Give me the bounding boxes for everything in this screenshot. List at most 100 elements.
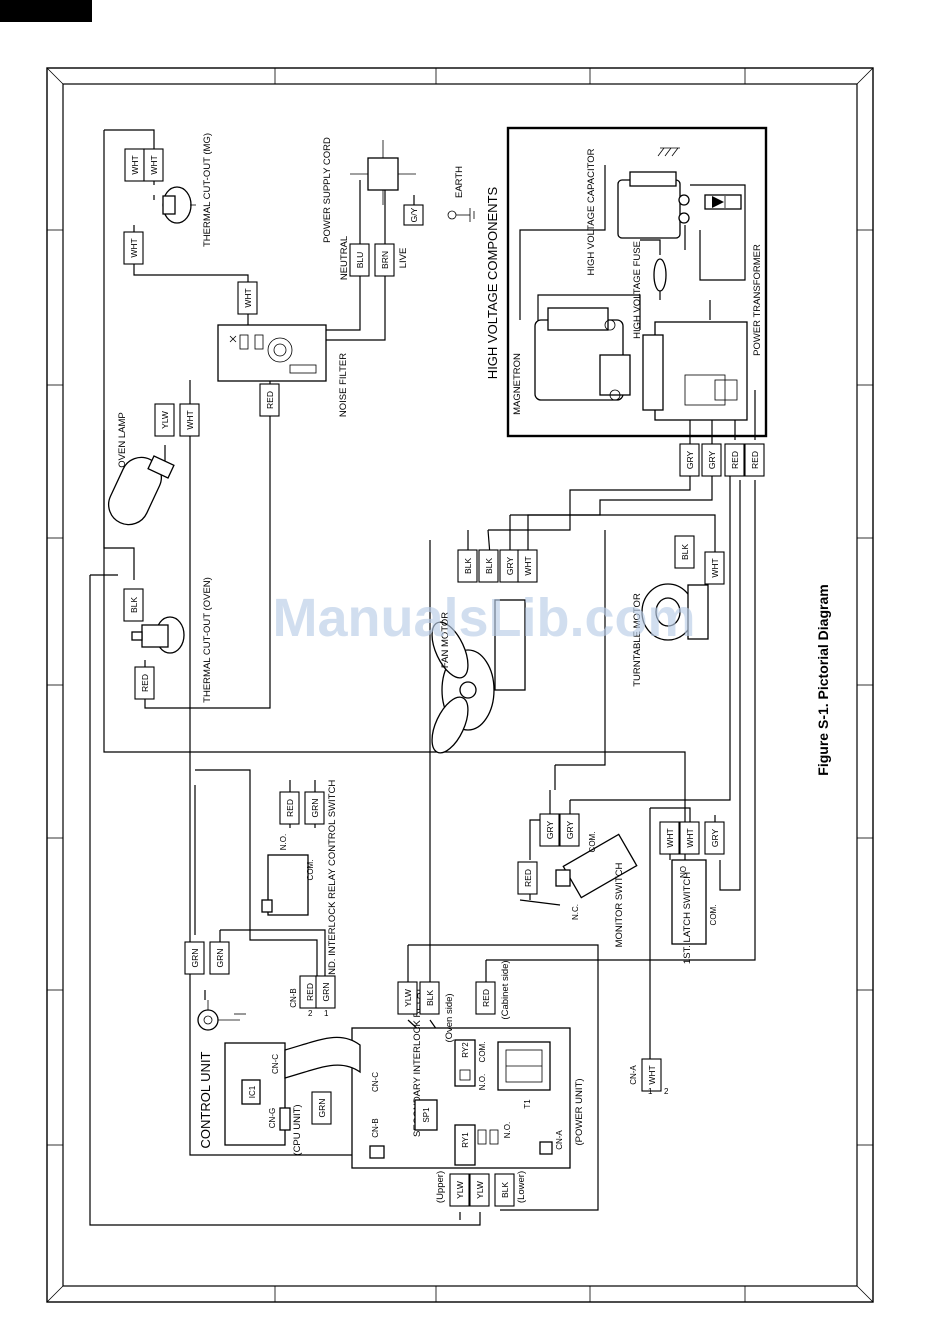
svg-text:GRN: GRN: [321, 983, 331, 1002]
tag-ylw-upper-1: YLW: [449, 1173, 470, 1207]
tag-gry-fan: GRY: [499, 549, 520, 583]
sp1-buzzer: [414, 1099, 438, 1131]
interlock-switch-2nd: [261, 854, 309, 916]
svg-text:GRN: GRN: [310, 799, 320, 818]
tag-ylw-lamp: YLW: [154, 403, 175, 437]
svg-text:WHT: WHT: [243, 288, 253, 307]
tag-wht-4: WHT: [237, 281, 258, 315]
svg-text:RED: RED: [265, 391, 275, 409]
thermal-cutout-oven: [131, 616, 185, 654]
svg-text:WHT: WHT: [149, 155, 159, 174]
frame-ticks: [47, 68, 873, 1302]
ry2-label: RY2: [461, 1042, 470, 1058]
header-tab: [0, 0, 92, 22]
svg-text:GRY: GRY: [685, 451, 695, 470]
thermal-cutout-mg: [162, 186, 196, 224]
cn-g-label: CN-G: [268, 1108, 277, 1128]
svg-text:GRN: GRN: [215, 949, 225, 968]
tag-wht-lamp: WHT: [179, 403, 200, 437]
cn-a-connector: [539, 1141, 553, 1155]
power-transformer: [642, 321, 748, 421]
svg-text:WHT: WHT: [185, 410, 195, 429]
svg-text:GRN: GRN: [317, 1099, 327, 1118]
svg-text:BLU: BLU: [355, 252, 365, 269]
latch-no-label: NO: [679, 866, 688, 878]
power-transformer-label: POWER TRANSFORMER: [752, 244, 763, 356]
ground-mark-hv: [657, 147, 680, 157]
hv-fuse-label: HIGH VOLTAGE FUSE: [632, 241, 643, 339]
svg-text:GRY: GRY: [565, 821, 575, 840]
oven-lamp-label: OVEN LAMP: [117, 412, 128, 467]
tag-blk-turntable: BLK: [674, 535, 695, 569]
tag-wht-latch-1: WHT: [659, 821, 680, 855]
frame-corners: [46, 67, 874, 1303]
high-voltage-fuse: [653, 258, 667, 292]
cn-b-board-label: CN-B: [371, 1118, 380, 1138]
tag-blk-lower: BLK: [494, 1173, 515, 1207]
ry1-no-label: N.O.: [503, 1122, 512, 1138]
tag-red-monitor: RED: [517, 861, 538, 895]
tag-wht-1: WHT: [124, 148, 145, 182]
svg-text:YLW: YLW: [403, 989, 413, 1007]
cna-pin-2: 2: [664, 1087, 669, 1096]
tag-gry-hv-1: GRY: [679, 443, 700, 477]
tag-wht-latch-2: WHT: [679, 821, 700, 855]
monitor-switch: [555, 833, 638, 899]
secondary-relay-label: SECONDARY INTERLOCK RELAY: [412, 986, 423, 1137]
tag-wht-fan: WHT: [517, 549, 538, 583]
latch-com-label: COM.: [709, 905, 718, 926]
magnetron: [534, 307, 631, 401]
flat-ribbon-cable: [284, 1036, 361, 1079]
tag-gry-monitor-1: GRY: [539, 813, 560, 847]
tag-grn-ground-2: GRN: [209, 941, 230, 975]
hv-capacitor-label: HIGH VOLTAGE CAPACITOR: [586, 148, 597, 275]
tag-blu: BLU: [349, 243, 370, 277]
cna-pin-1: 1: [648, 1087, 653, 1096]
tag-wht-turntable: WHT: [704, 551, 725, 585]
ry2-relay: [454, 1039, 476, 1087]
svg-text:BLK: BLK: [129, 597, 139, 613]
earth-icon: [447, 208, 475, 222]
interlock-no-label: N.O.: [279, 834, 288, 850]
tag-red-hv-2: RED: [744, 443, 765, 477]
tag-grn-ground-1: GRN: [184, 941, 205, 975]
t1-label: T1: [523, 1099, 532, 1109]
svg-text:WHT: WHT: [665, 828, 675, 847]
svg-text:WHT: WHT: [130, 155, 140, 174]
tag-ylw-oven: YLW: [397, 981, 418, 1015]
tag-red-hv-1: RED: [724, 443, 745, 477]
svg-text:YLW: YLW: [160, 411, 170, 429]
cabinet-side-label: (Cabinet side): [500, 960, 511, 1019]
ry2-no-label: N.O.: [478, 1074, 487, 1090]
power-supply-cord: [350, 140, 416, 205]
neutral-label: NEUTRAL: [339, 236, 350, 280]
svg-text:BLK: BLK: [425, 990, 435, 1006]
tag-gry-hv-2: GRY: [701, 443, 722, 477]
svg-text:WHT: WHT: [710, 558, 720, 577]
transformer-t1: [497, 1041, 551, 1091]
tag-gry-latch: GRY: [704, 821, 725, 855]
upper-label: (Upper): [435, 1171, 446, 1203]
chassis-ground-icon: [197, 1000, 246, 1031]
svg-text:GRY: GRY: [707, 451, 717, 470]
fan-motor: [431, 599, 526, 754]
thermal-oven-label: THERMAL CUT-OUT (OVEN): [202, 577, 213, 703]
high-voltage-capacitor: [617, 171, 690, 239]
svg-text:WHT: WHT: [523, 556, 533, 575]
monitor-com-label: COM.: [588, 832, 597, 853]
noise-filter-label: NOISE FILTER: [338, 353, 349, 417]
ry1-label: RY1: [461, 1132, 470, 1148]
oven-side-label: (Oven side): [444, 993, 455, 1042]
tag-blk-fan-1: BLK: [457, 549, 478, 583]
svg-text:BRN: BRN: [380, 251, 390, 269]
cn-a-board-label: CN-A: [555, 1130, 564, 1150]
tag-gy: G/Y: [403, 204, 424, 226]
tag-red-thermal: RED: [134, 666, 155, 700]
interlock-2nd-label: 2ND. INTERLOCK RELAY CONTROL SWITCH: [327, 780, 338, 981]
figure-caption: Figure S-1. Pictorial Diagram: [815, 584, 831, 775]
svg-text:BLK: BLK: [463, 558, 473, 574]
tag-blk-fan-2: BLK: [478, 549, 499, 583]
tag-blk-thermal: BLK: [123, 588, 144, 622]
cn-c-board-label: CN-C: [371, 1072, 380, 1092]
